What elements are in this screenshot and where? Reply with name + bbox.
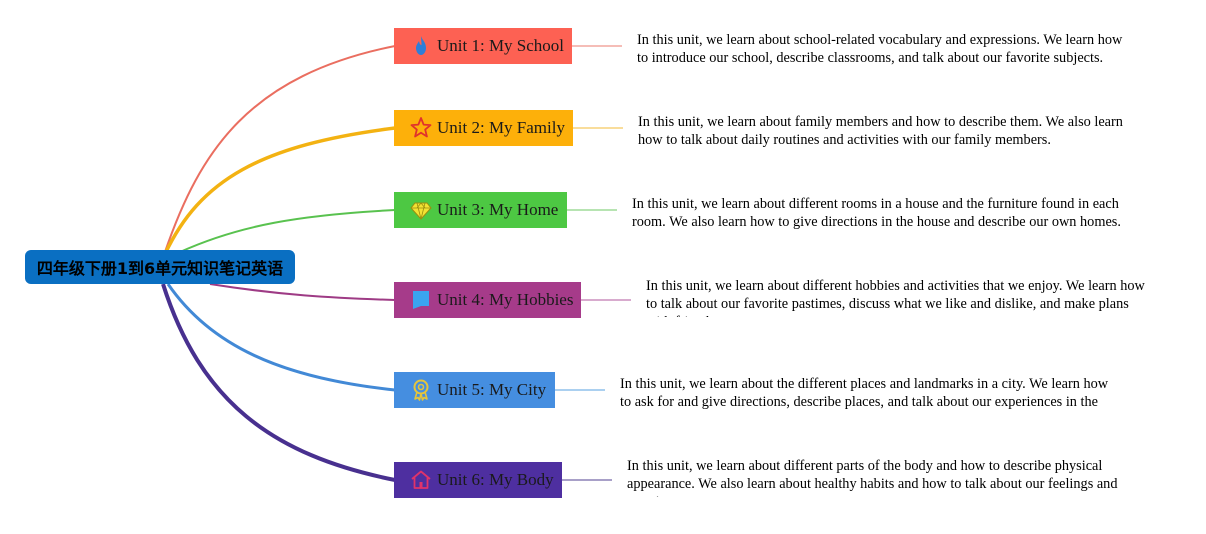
medal-icon (408, 377, 434, 403)
unit-5-note: In this unit, we learn about the differe… (620, 376, 1109, 410)
root-topic[interactable]: 四年级下册1到6单元知识笔记英语 (25, 250, 295, 284)
unit-6-topic[interactable]: Unit 6: My Body (394, 462, 562, 498)
flame-icon (408, 33, 434, 59)
unit-2-label: Unit 2: My Family (437, 118, 565, 137)
unit-3-note: In this unit, we learn about different r… (632, 196, 1121, 230)
unit-5-label: Unit 5: My City (437, 380, 547, 399)
unit-3-label: Unit 3: My Home (437, 200, 559, 219)
unit-3-topic[interactable]: Unit 3: My Home (394, 192, 567, 228)
link-unit-1 (164, 45, 396, 253)
unit-5-topic[interactable]: Unit 5: My City (394, 372, 555, 408)
unit-2-topic[interactable]: Unit 2: My Family (394, 110, 573, 146)
unit-6-label: Unit 6: My Body (437, 470, 554, 489)
link-unit-2 (163, 126, 396, 255)
flag-icon (408, 287, 434, 313)
unit-2-note: In this unit, we learn about family memb… (638, 114, 1123, 148)
link-unit-6 (161, 283, 396, 482)
unit-1-note: In this unit, we learn about school-rela… (637, 32, 1123, 66)
star-icon (408, 115, 434, 141)
home-icon (408, 467, 434, 493)
link-unit-4 (209, 283, 396, 301)
unit-4-topic[interactable]: Unit 4: My Hobbies (394, 282, 581, 318)
link-unit-3 (179, 209, 396, 253)
link-unit-5 (166, 283, 396, 392)
root-title: 四年级下册1到6单元知识笔记英语 (36, 259, 284, 278)
unit-1-topic[interactable]: Unit 1: My School (394, 28, 572, 64)
unit-6-note: In this unit, we learn about different p… (627, 458, 1118, 497)
unit-4-note: In this unit, we learn about different h… (646, 278, 1145, 317)
unit-4-label: Unit 4: My Hobbies (437, 290, 574, 309)
unit-1-label: Unit 1: My School (437, 36, 565, 55)
gem-icon (408, 197, 434, 223)
